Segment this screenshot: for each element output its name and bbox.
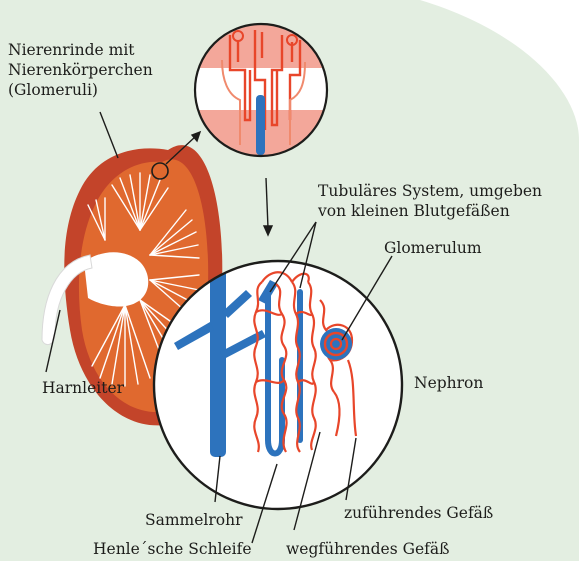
tubular-label-line-2: von kleinen Blutgefäßen bbox=[318, 201, 542, 221]
sammelrohr-label: Sammelrohr bbox=[145, 510, 243, 530]
cortex-label: Nierenrinde mit Nierenkörperchen (Glomer… bbox=[8, 40, 153, 100]
cortex-label-line-1: Nierenrinde mit bbox=[8, 40, 153, 60]
zufuehrendes-gefaess-label: zuführendes Gefäß bbox=[344, 503, 493, 523]
cortex-label-line-2: Nierenkörperchen bbox=[8, 60, 153, 80]
tubular-system-label: Tubuläres System, umgeben von kleinen Bl… bbox=[318, 181, 542, 221]
wegfuehrendes-gefaess-label: wegführendes Gefäß bbox=[286, 539, 450, 559]
glomerulum-label: Glomerulum bbox=[384, 238, 482, 258]
henle-schleife-label: Henle´sche Schleife bbox=[93, 539, 252, 559]
nephron-zoom bbox=[154, 261, 402, 509]
tubular-label-line-1: Tubuläres System, umgeben bbox=[318, 181, 542, 201]
cortex-label-line-3: (Glomeruli) bbox=[8, 80, 153, 100]
nephron-label: Nephron bbox=[414, 373, 483, 393]
harnleiter-label: Harnleiter bbox=[42, 378, 124, 398]
glomerulum-shape bbox=[320, 328, 352, 360]
